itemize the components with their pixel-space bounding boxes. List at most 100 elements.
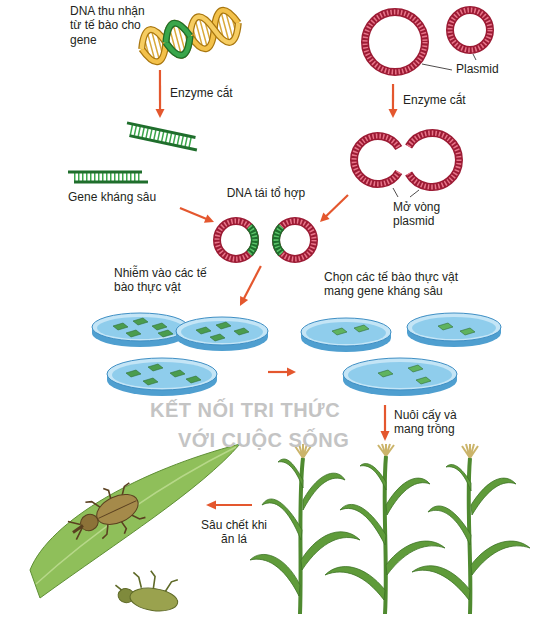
arrow-line — [159, 70, 161, 110]
plasmid-ring — [365, 12, 425, 72]
process-arrow — [206, 501, 216, 510]
petri-dish — [196, 327, 211, 334]
petri-dish — [126, 330, 141, 337]
petri-dish — [152, 323, 167, 330]
leader-line — [393, 188, 398, 197]
petri-dish — [301, 318, 391, 346]
leader-line — [473, 54, 476, 60]
petri-dish — [148, 364, 163, 371]
petri-dish — [97, 317, 183, 339]
gene-fragment — [74, 173, 142, 182]
petri-dish — [438, 323, 453, 330]
petri-dish — [210, 334, 225, 341]
arrow-head — [240, 296, 248, 306]
petri-dish — [438, 323, 475, 335]
arrow-head — [320, 213, 330, 222]
petri-dish — [107, 358, 217, 396]
leader-line — [422, 64, 452, 70]
corn-plant — [278, 459, 303, 488]
arrow-connector — [268, 368, 296, 377]
opened-plasmid — [354, 133, 459, 187]
petri-dish — [113, 318, 173, 337]
dna-helix — [137, 7, 242, 65]
node-label: Nhiễm vào các tế bào thực vật — [114, 266, 214, 295]
corn-plant — [462, 444, 478, 458]
petri-dish — [408, 365, 423, 372]
petri-dish — [301, 318, 391, 352]
petri-dish — [176, 317, 268, 351]
arrow-head — [204, 214, 214, 222]
arrow-line — [244, 266, 261, 299]
recombinant-dna: DNA tái tổ hợp — [214, 186, 320, 266]
arrow-line — [180, 208, 207, 219]
gene-fragment — [129, 136, 196, 150]
petri-dish — [407, 313, 501, 341]
petri-dish — [343, 358, 457, 390]
arrow-connector — [240, 266, 261, 306]
recombinant-ring — [249, 227, 255, 254]
arrow-connector — [320, 195, 348, 222]
petri-dish — [92, 313, 188, 341]
petri-dish — [186, 376, 201, 383]
opened-plasmid — [409, 133, 459, 187]
gene-fragment — [68, 172, 148, 182]
corn-plant — [471, 541, 530, 575]
petri-dish — [343, 358, 457, 396]
beetle — [62, 478, 148, 554]
node-label: DNA tái tổ hợp — [214, 186, 318, 200]
process-arrow — [381, 431, 390, 441]
arrow-line — [326, 195, 348, 216]
petri-dish — [126, 370, 141, 377]
corn-plant — [250, 554, 300, 596]
recombinant-ring — [276, 227, 282, 254]
petri-dish — [216, 322, 231, 329]
opened-plasmid-group: Mở vòng plasmid — [348, 118, 478, 240]
dna-helix — [162, 20, 190, 42]
petri-dish — [92, 313, 188, 347]
corn-plant — [250, 444, 530, 614]
step-label: Nuôi cấy và mang trồng — [394, 408, 484, 437]
corn-plant — [325, 567, 385, 600]
corn-plant — [428, 506, 471, 545]
dna-helix — [166, 36, 194, 58]
petri-dish — [113, 323, 128, 330]
gene-fragment — [74, 181, 148, 184]
recombinant-ring — [249, 227, 255, 254]
arrow-connector — [180, 208, 214, 223]
petri-dish — [407, 313, 501, 347]
corn-plant — [300, 456, 470, 614]
leader-line — [393, 188, 419, 197]
recombinant-ring — [217, 221, 255, 259]
corn-plant — [360, 464, 386, 490]
dna-helix — [166, 36, 194, 58]
opened-plasmid — [409, 133, 459, 187]
plasmid-group: Plasmid — [358, 4, 524, 84]
petri-dish — [107, 358, 217, 390]
petri-dish — [332, 328, 347, 335]
arrow-line — [392, 84, 394, 110]
petri-dish — [196, 322, 249, 341]
petri-dish — [234, 328, 249, 335]
arrow-head — [388, 109, 397, 118]
dead-beetle — [129, 585, 180, 613]
petri-dish — [112, 362, 212, 388]
beetle — [62, 478, 148, 554]
node-label: Mở vòng plasmid — [393, 200, 463, 229]
selection-dishes: Chọn các tế bào thực vật mang gene kháng… — [296, 306, 508, 402]
petri-dish — [378, 370, 393, 377]
leader-line — [410, 190, 419, 197]
petri-dish — [143, 378, 158, 385]
dna-helix — [137, 7, 242, 65]
opened-plasmid — [354, 136, 399, 184]
step-label: Sâu chết khi ăn lá — [196, 518, 272, 547]
gene-fragment — [127, 123, 195, 138]
watermark: KẾT NỐI TRI THỨC — [150, 398, 340, 422]
gene-fragment — [125, 123, 200, 150]
plasmid-ring — [450, 10, 490, 50]
watermark: VỚI CUỘC SỐNG — [178, 428, 349, 452]
edge-label: Enzyme cắt — [170, 86, 233, 100]
recombinant-ring — [276, 221, 314, 259]
petri-dish — [158, 330, 173, 337]
petri-dish — [170, 370, 185, 377]
